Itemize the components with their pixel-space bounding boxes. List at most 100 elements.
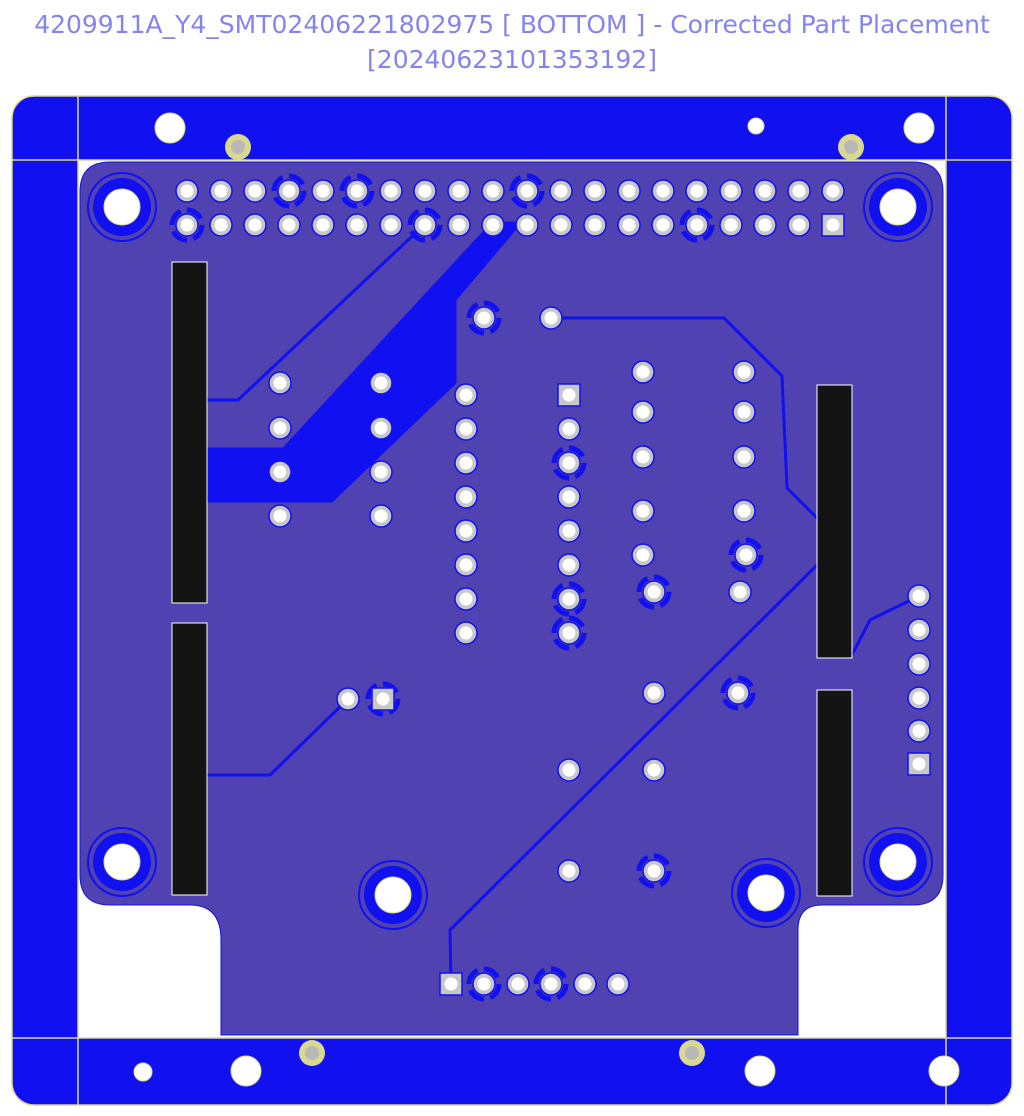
pad: [454, 485, 478, 509]
drill-hole: [459, 558, 473, 572]
tooling-hole: [744, 1055, 776, 1087]
pad: [454, 451, 478, 475]
pad: [821, 179, 845, 203]
drill-hole: [636, 548, 650, 562]
drill-hole: [418, 218, 432, 232]
thermal-relief: [679, 207, 715, 243]
pad: [447, 213, 471, 237]
tooling-hole: [903, 112, 935, 144]
drill-hole: [758, 218, 772, 232]
traces: [207, 223, 920, 985]
pad: [481, 179, 505, 203]
pad-square: [907, 752, 931, 776]
drill-hole: [459, 592, 473, 606]
pad: [551, 615, 587, 651]
page-title: 4209911A_Y4_SMT02406221802975 [ BOTTOM ]…: [34, 10, 990, 39]
pad: [907, 618, 931, 642]
drill-hole: [912, 724, 926, 738]
drill-hole: [282, 218, 296, 232]
tooling-hole: [747, 117, 765, 135]
pad: [728, 580, 752, 604]
drill-hole: [826, 184, 840, 198]
drill-hole: [912, 589, 926, 603]
thermal-relief: [339, 173, 375, 209]
drill-hole: [477, 977, 491, 991]
pad: [509, 173, 545, 209]
drill-hole: [562, 763, 576, 777]
connector-body: [171, 261, 208, 604]
pad: [277, 213, 301, 237]
mounting-hole: [731, 858, 801, 928]
pad: [907, 584, 931, 608]
drill-hole: [758, 184, 772, 198]
drill-hole: [341, 692, 355, 706]
drill-hole: [350, 184, 364, 198]
mounting-hole: [87, 172, 157, 242]
pad: [679, 207, 715, 243]
tooling-hole: [928, 1055, 960, 1087]
drill-hole: [647, 864, 661, 878]
drill-hole: [737, 365, 751, 379]
tooling-hole: [133, 1062, 153, 1082]
pad: [787, 179, 811, 203]
drill-hole: [248, 218, 262, 232]
pad: [454, 519, 478, 543]
drill-hole: [636, 365, 650, 379]
drill-hole: [656, 184, 670, 198]
drill-hole: [912, 691, 926, 705]
drill-hole: [737, 450, 751, 464]
drill-hole: [374, 421, 388, 435]
pad: [268, 460, 292, 484]
pad: [685, 179, 709, 203]
drill-hole: [180, 184, 194, 198]
drill-hole: [737, 504, 751, 518]
pad: [169, 207, 205, 243]
copper-pour: [206, 221, 524, 503]
pad: [636, 574, 672, 610]
pad: [243, 179, 267, 203]
pad: [787, 213, 811, 237]
pad: [311, 213, 335, 237]
pad: [557, 519, 581, 543]
pad: [481, 213, 505, 237]
pad-square: [439, 972, 463, 996]
drill-hole: [418, 184, 432, 198]
pad: [642, 758, 666, 782]
drill-hole: [647, 585, 661, 599]
pad: [719, 213, 743, 237]
pad: [732, 360, 756, 384]
pad: [549, 213, 573, 237]
pad: [631, 360, 655, 384]
drill-hole: [350, 218, 364, 232]
drill-hole: [459, 490, 473, 504]
pad: [243, 213, 267, 237]
thermal-relief: [509, 173, 545, 209]
drill-hole: [562, 388, 576, 402]
thermal-relief: [169, 207, 205, 243]
pad: [268, 504, 292, 528]
thermal-relief: [271, 173, 307, 209]
drill-hole: [724, 218, 738, 232]
pad: [617, 179, 641, 203]
drill-hole: [737, 405, 751, 419]
pad: [631, 400, 655, 424]
drill-hole: [912, 657, 926, 671]
pad-square: [821, 213, 845, 237]
pad: [454, 553, 478, 577]
thermal-relief: [720, 675, 756, 711]
pad: [336, 687, 360, 711]
drill-hole: [459, 388, 473, 402]
drill-hole: [544, 311, 558, 325]
thermal-relief: [551, 445, 587, 481]
tooling-hole: [230, 1055, 262, 1087]
drill-hole: [690, 218, 704, 232]
drill-hole: [511, 977, 525, 991]
pad: [209, 213, 233, 237]
drill-hole: [282, 184, 296, 198]
pad: [454, 417, 478, 441]
drill-hole: [384, 218, 398, 232]
connector-body: [816, 384, 853, 659]
drill-hole: [578, 977, 592, 991]
thermal-relief: [407, 207, 443, 243]
